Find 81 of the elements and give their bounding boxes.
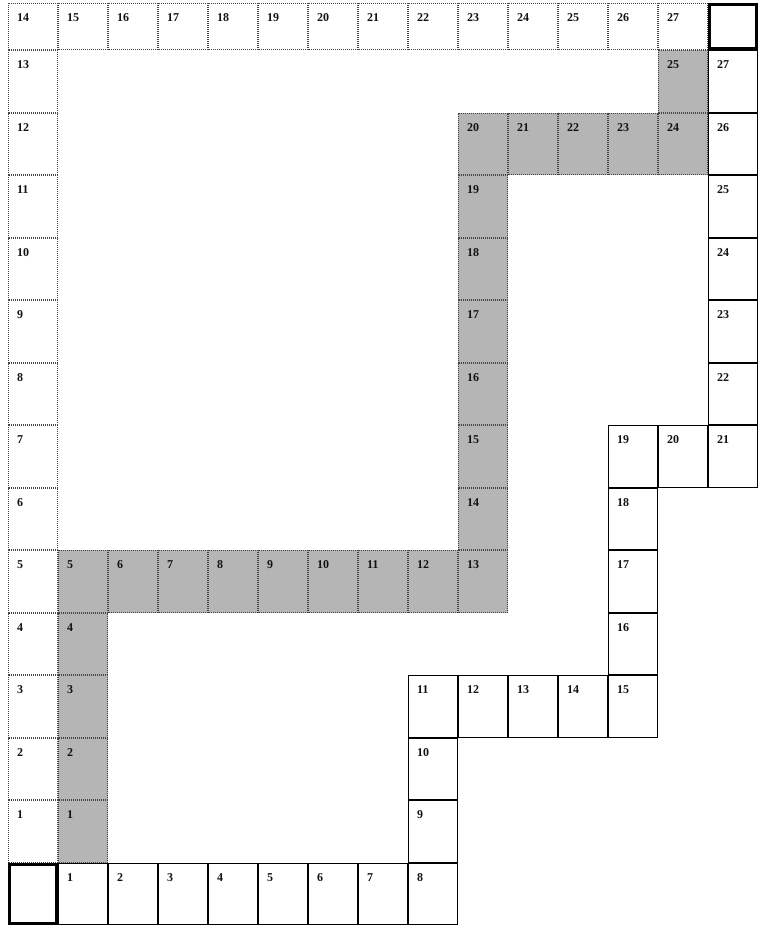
shaded-square: 12 <box>408 550 458 612</box>
shaded-square: 19 <box>458 175 508 238</box>
board-square: 17 <box>608 550 658 612</box>
shaded-square: 6 <box>108 550 158 612</box>
board-square: 11 <box>408 675 458 738</box>
shaded-square: 22 <box>558 112 608 175</box>
shaded-square: 3 <box>58 675 108 738</box>
board-square: 21 <box>708 425 758 488</box>
shaded-square: 23 <box>608 112 658 175</box>
corner-square <box>8 862 58 925</box>
board-square: 3 <box>158 862 208 925</box>
shaded-square: 13 <box>458 550 508 612</box>
shaded-square: 1 <box>58 800 108 862</box>
shaded-square: 24 <box>658 112 708 175</box>
board-square: 24 <box>708 238 758 300</box>
corner-square <box>708 3 758 50</box>
board-square: 2 <box>108 862 158 925</box>
board-square: 26 <box>608 3 658 50</box>
board-square: 23 <box>458 3 508 50</box>
board-square: 14 <box>558 675 608 738</box>
board-square: 10 <box>8 238 58 300</box>
shaded-square: 16 <box>458 362 508 425</box>
board-square: 21 <box>358 3 408 50</box>
board-square: 1 <box>58 862 108 925</box>
shaded-square: 14 <box>458 488 508 550</box>
board-square: 17 <box>158 3 208 50</box>
board-square: 12 <box>8 112 58 175</box>
board-square: 20 <box>308 3 358 50</box>
board-square: 25 <box>708 175 758 238</box>
board-square: 9 <box>8 300 58 362</box>
board-square: 5 <box>8 550 58 612</box>
board-square: 4 <box>208 862 258 925</box>
board-square: 6 <box>308 862 358 925</box>
board-square: 25 <box>558 3 608 50</box>
board-square: 27 <box>708 50 758 112</box>
shaded-square: 2 <box>58 738 108 800</box>
board-square: 26 <box>708 112 758 175</box>
board-square: 13 <box>508 675 558 738</box>
shaded-square: 10 <box>308 550 358 612</box>
board-square: 10 <box>408 738 458 800</box>
board-square: 12 <box>458 675 508 738</box>
shaded-square: 8 <box>208 550 258 612</box>
board-square: 2 <box>8 738 58 800</box>
shaded-square: 15 <box>458 425 508 488</box>
board-square: 20 <box>658 425 708 488</box>
board-square: 22 <box>708 362 758 425</box>
board-square: 27 <box>658 3 708 50</box>
board-square: 19 <box>258 3 308 50</box>
shaded-square: 9 <box>258 550 308 612</box>
board-square: 4 <box>8 612 58 675</box>
shaded-square: 18 <box>458 238 508 300</box>
board-square: 23 <box>708 300 758 362</box>
board-square: 8 <box>8 362 58 425</box>
board-square: 1 <box>8 800 58 862</box>
board-square: 18 <box>208 3 258 50</box>
board-square: 19 <box>608 425 658 488</box>
shaded-square: 25 <box>658 50 708 112</box>
board-square: 7 <box>8 425 58 488</box>
board-square: 8 <box>408 862 458 925</box>
board-square: 11 <box>8 175 58 238</box>
board-square: 9 <box>408 800 458 862</box>
shaded-square: 4 <box>58 612 108 675</box>
board-square: 6 <box>8 488 58 550</box>
board-square: 15 <box>608 675 658 738</box>
board-square: 16 <box>108 3 158 50</box>
board-square: 5 <box>258 862 308 925</box>
board-square: 22 <box>408 3 458 50</box>
shaded-square: 17 <box>458 300 508 362</box>
shaded-square: 11 <box>358 550 408 612</box>
board-square: 16 <box>608 612 658 675</box>
board-square: 14 <box>8 3 58 50</box>
board-square: 3 <box>8 675 58 738</box>
board-square: 18 <box>608 488 658 550</box>
board-square: 7 <box>358 862 408 925</box>
board-square: 15 <box>58 3 108 50</box>
board-square: 13 <box>8 50 58 112</box>
shaded-square: 21 <box>508 112 558 175</box>
board-square: 24 <box>508 3 558 50</box>
shaded-square: 20 <box>458 112 508 175</box>
shaded-square: 7 <box>158 550 208 612</box>
shaded-square: 5 <box>58 550 108 612</box>
